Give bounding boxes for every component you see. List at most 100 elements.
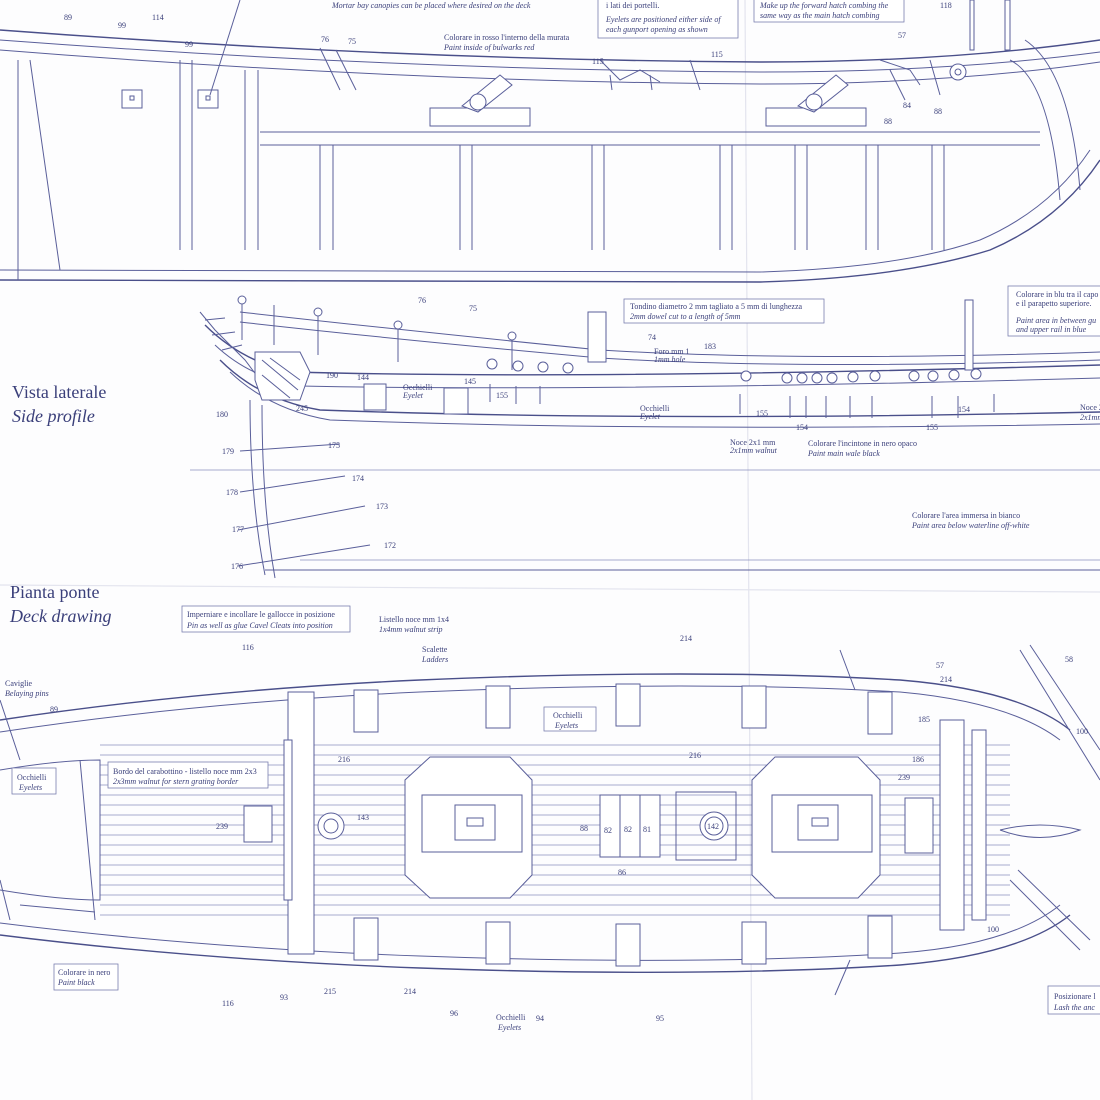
note-text: Colorare l'area immersa in bianco [912,511,1020,520]
part-number: 172 [384,541,396,550]
note-text: e il parapetto superiore. [1016,299,1092,308]
paint-black-note-box [53,963,119,991]
note-text: Ladders [421,655,448,664]
note-text: Paint main wale black [807,449,880,458]
note-text: Occhielli [496,1013,526,1022]
blue-paint-note-box [1007,285,1100,337]
part-number: 99 [185,40,193,49]
part-number: 82 [624,825,632,834]
note-text: Scalette [422,645,448,654]
note-text: Occhielli [403,383,433,392]
note-text: Belaying pins [5,689,49,698]
part-number: 99 [118,21,126,30]
part-number: 84 [903,101,911,110]
side-profile-title: Vista laterale [12,382,106,402]
part-number: 183 [704,342,716,351]
fore-hatch [751,756,881,899]
part-number: 76 [418,296,426,305]
note-text: Tondino diametro 2 mm tagliato a 5 mm di… [630,302,803,311]
part-number: 179 [222,447,234,456]
part-number: 216 [689,751,701,760]
part-number: 155 [756,409,768,418]
part-number: 75 [348,37,356,46]
part-number: 89 [50,705,58,714]
note-text: Imperniare e incollare le gallocce in po… [187,610,335,619]
part-number: 245 [296,404,308,413]
part-number: 190 [326,371,338,380]
part-number: 58 [1065,655,1073,664]
anchor-lash-note-box [1047,985,1100,1015]
part-number: 118 [940,1,952,10]
note-text: Paint area below waterline off-white [911,521,1030,530]
part-number: 82 [604,826,612,835]
eyelets-note-box [543,706,597,732]
part-number: 89 [64,13,72,22]
part-number: 114 [152,13,164,22]
gun-ports-row [486,358,982,384]
part-number: 76 [321,35,329,44]
note-text: Colorare in blu tra il capo [1016,290,1098,299]
note-text: Colorare in nero [58,968,110,977]
note-text: Noce 2 [1080,403,1100,412]
eyelets-stern-note-box [11,767,57,795]
deck-guns [353,683,893,967]
note-text: 2x3mm walnut for stern grating border [113,777,239,786]
note-text: Bordo del carabottino - listello noce mm… [113,767,257,776]
cleats-note-box [181,605,351,633]
part-number: 75 [469,304,477,313]
part-number: 116 [222,999,234,1008]
part-number: 173 [376,502,388,511]
part-number: 115 [711,50,723,59]
note-text: Foro mm 1 [654,347,690,356]
part-number: 186 [912,755,924,764]
part-number: 154 [796,423,808,432]
note-text: Listello noce mm 1x4 [379,615,449,624]
note-text: same way as the main hatch combing [760,11,880,20]
part-number: 214 [680,634,692,643]
hatch-note-box [753,0,905,23]
part-number: 93 [280,993,288,1002]
note-text: Colorare l'incintone in nero opaco [808,439,917,448]
eyelets-note-box [597,0,739,39]
part-number: 57 [936,661,944,670]
note-text: Make up the forward hatch combing the [759,1,889,10]
note-text: i lati dei portelli. [606,1,659,10]
part-number: 239 [216,822,228,831]
note-text: 1x4mm walnut strip [379,625,443,634]
paper-fold [0,584,1100,593]
note-text: Paint black [57,978,95,987]
note-text: each gunport opening as shown [606,25,708,34]
note-text: 2x1mm [1080,413,1100,422]
part-number: 143 [357,813,369,822]
part-number: 88 [580,824,588,833]
part-number: 100 [987,925,999,934]
note-text: Eyelets are positioned either side of [605,15,722,24]
part-number: 155 [496,391,508,400]
note-text: Caviglie [5,679,33,688]
part-number: 88 [934,107,942,116]
note-text: Occhielli [553,711,583,720]
deck-plan-drawing: 116 214 57 214 58 185 186 100 216 216 23… [0,605,1100,1032]
part-number: 96 [450,1009,458,1018]
note-text: Eyelets [497,1023,521,1032]
part-number: 239 [898,773,910,782]
part-number: 214 [940,675,952,684]
note-text: and upper rail in blue [1016,325,1087,334]
part-number: 144 [357,373,369,382]
part-number: 142 [707,822,719,831]
part-number: 185 [918,715,930,724]
grating-note-box [107,761,269,789]
note-text: Eyelet [639,412,661,421]
part-number: 180 [216,410,228,419]
note-text: Occhielli [17,773,47,782]
note-text: 2mm dowel cut to a length of 5mm [630,312,741,321]
dowel-note-box [623,298,825,324]
part-number: 177 [232,525,244,534]
note-text: 1mm hole [654,355,686,364]
part-number: 178 [226,488,238,497]
note-text: Paint inside of bulwarks red [443,43,535,52]
part-number: 215 [324,987,336,996]
part-number: 74 [648,333,656,342]
note-text: Pin as well as glue Cavel Cleats into po… [186,621,333,630]
